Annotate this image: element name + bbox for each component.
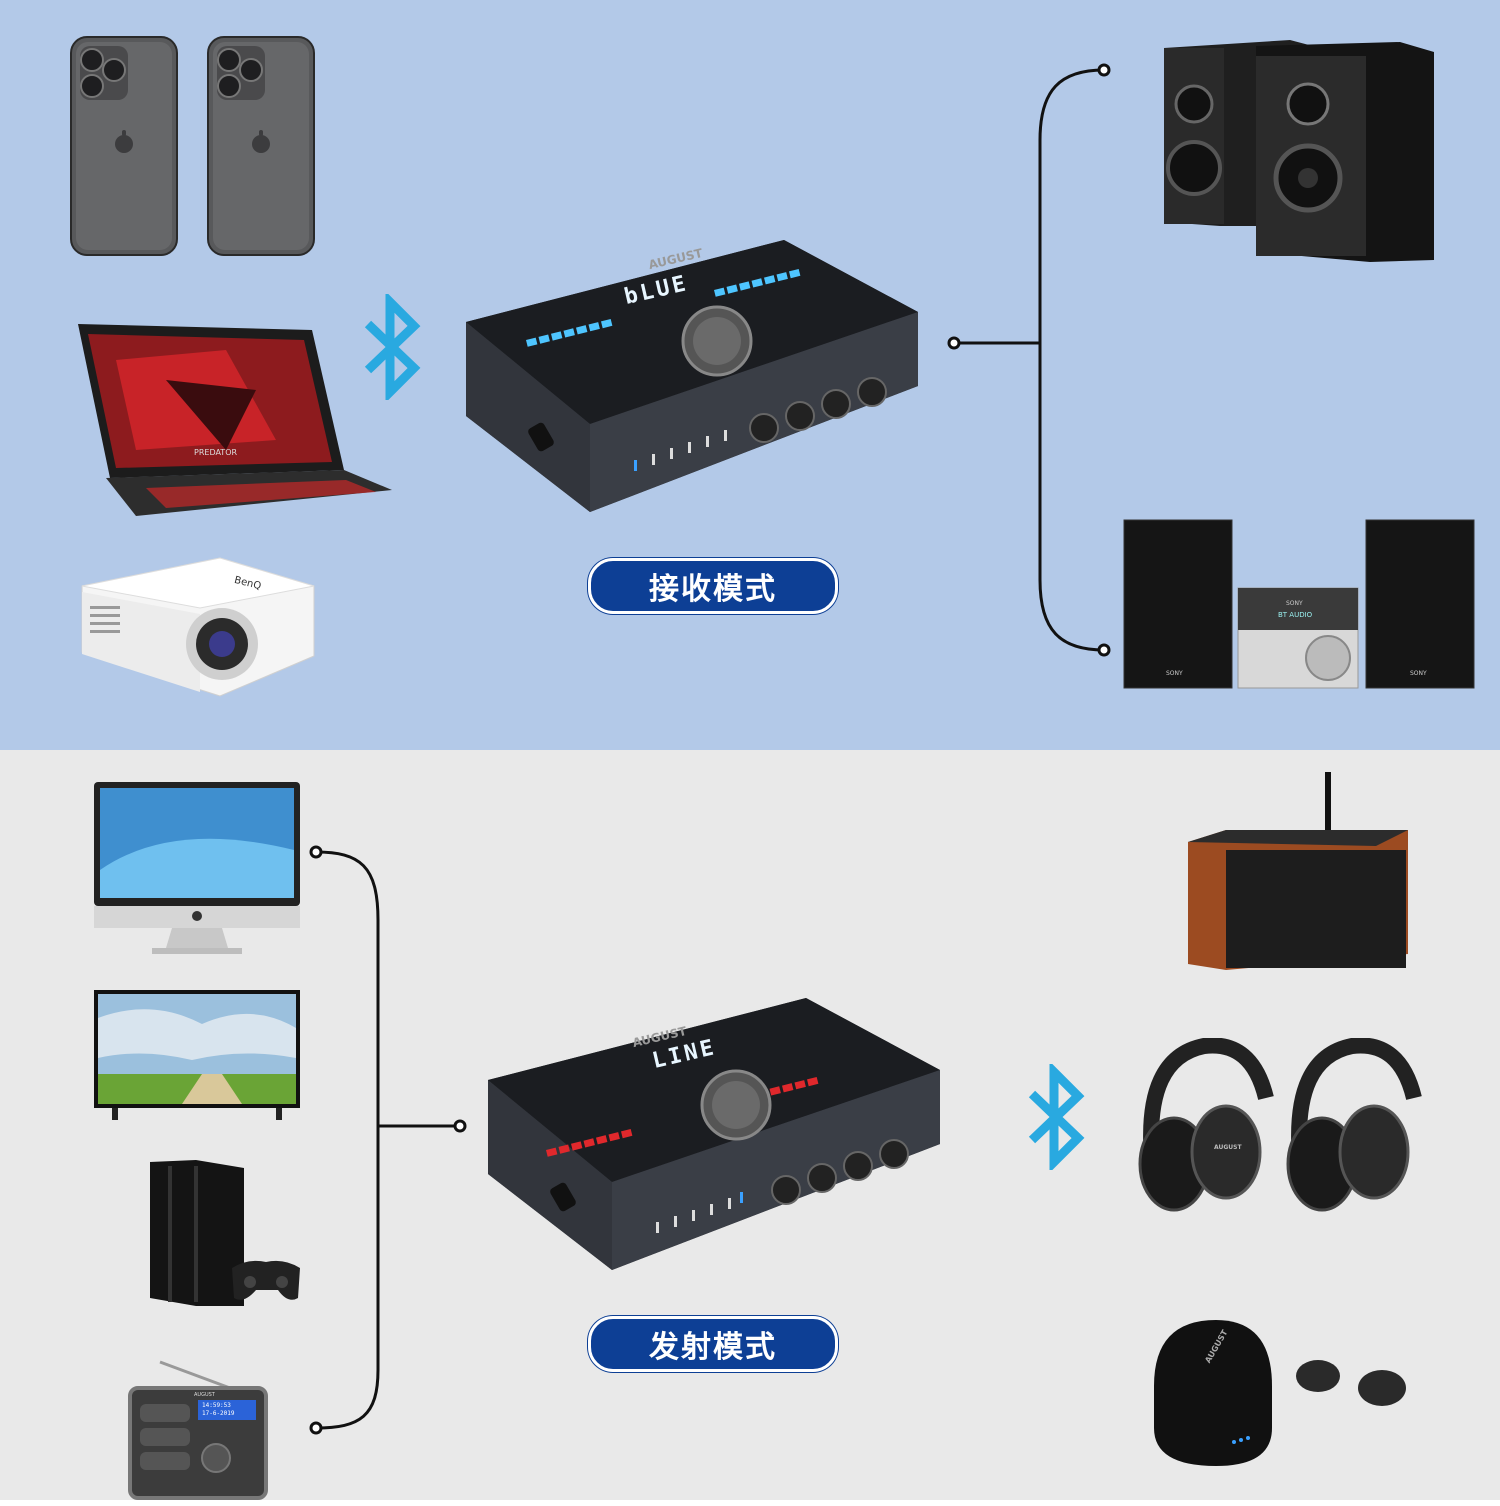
- micro-stereo-system-image: SONY SONY SONY BT AUDIO: [1122, 518, 1476, 690]
- level-bar: [588, 322, 600, 332]
- radio-brand: AUGUST: [194, 1392, 215, 1398]
- level-bar: [546, 1147, 558, 1157]
- receive-mode-panel: PREDATOR BenQ: [0, 0, 1500, 750]
- control-buttons: [749, 377, 887, 443]
- level-bar: [551, 331, 563, 341]
- speaker-brand: SONY: [1166, 670, 1183, 677]
- stereo-display: BT AUDIO: [1278, 611, 1313, 619]
- level-bar: [571, 1141, 583, 1151]
- level-bars-left: [526, 268, 801, 347]
- transmit-mode-label: 发射模式: [588, 1316, 838, 1372]
- level-bar: [789, 268, 801, 279]
- level-bar: [596, 1135, 608, 1145]
- control-buttons: [771, 1139, 909, 1205]
- bluetooth-device-receive: bLUE AUGUST: [462, 236, 922, 514]
- apple-icon: [192, 911, 202, 921]
- projector-image: BenQ: [80, 556, 316, 736]
- wireless-earbuds-image: AUGUST: [1150, 1316, 1414, 1472]
- level-bar: [769, 1086, 781, 1096]
- level-bar: [608, 1132, 620, 1142]
- radio-display-line1: 14:59:53: [202, 1402, 231, 1409]
- level-bar: [538, 334, 550, 344]
- level-bar: [714, 287, 726, 297]
- radio-image: 14:59:53 17-6-2019 AUGUST: [120, 1358, 270, 1506]
- smartphone-image: [207, 36, 315, 256]
- level-bar: [576, 325, 588, 335]
- wooden-speaker-image: [1188, 772, 1408, 970]
- level-bar: [794, 1080, 806, 1090]
- apple-icon: [115, 130, 133, 153]
- output-connector-lines: [947, 63, 1111, 657]
- level-bar: [526, 337, 538, 347]
- indicator-leds: [656, 1192, 743, 1233]
- headphone-brand: AUGUST: [1214, 1144, 1242, 1151]
- level-bar: [621, 1128, 633, 1139]
- level-bar: [583, 1138, 595, 1148]
- input-connector-lines: [309, 845, 467, 1435]
- apple-icon: [252, 130, 270, 153]
- bookshelf-speakers-image: [1164, 40, 1434, 262]
- smartphone-image: [70, 36, 178, 256]
- speaker-brand-2: SONY: [1410, 670, 1427, 677]
- laptop-brand: PREDATOR: [194, 448, 238, 457]
- bluetooth-device-transmit: LINE AUGUST: [484, 994, 944, 1272]
- television-image: [94, 990, 300, 1120]
- level-bar: [726, 284, 738, 294]
- desktop-computer-image: [94, 782, 300, 954]
- game-console-image: [150, 1160, 300, 1306]
- bluetooth-icon: [364, 294, 421, 400]
- transmit-mode-panel: 14:59:53 17-6-2019 AUGUST: [0, 750, 1500, 1500]
- level-bar: [558, 1144, 570, 1154]
- headphones-image: AUGUST: [1134, 1038, 1424, 1216]
- level-bar: [807, 1076, 819, 1087]
- level-bar: [764, 275, 776, 285]
- level-bar: [751, 278, 763, 288]
- level-bar: [563, 328, 575, 338]
- laptop-image: PREDATOR: [76, 320, 392, 518]
- stereo-brand: SONY: [1286, 600, 1303, 607]
- radio-display-line2: 17-6-2019: [202, 1410, 235, 1417]
- receive-mode-label: 接收模式: [588, 558, 838, 614]
- level-bar: [739, 281, 751, 291]
- level-bar: [782, 1083, 794, 1093]
- level-bar: [601, 318, 613, 329]
- level-bar: [776, 272, 788, 282]
- bluetooth-icon: [1028, 1064, 1085, 1170]
- indicator-leds: [634, 430, 727, 471]
